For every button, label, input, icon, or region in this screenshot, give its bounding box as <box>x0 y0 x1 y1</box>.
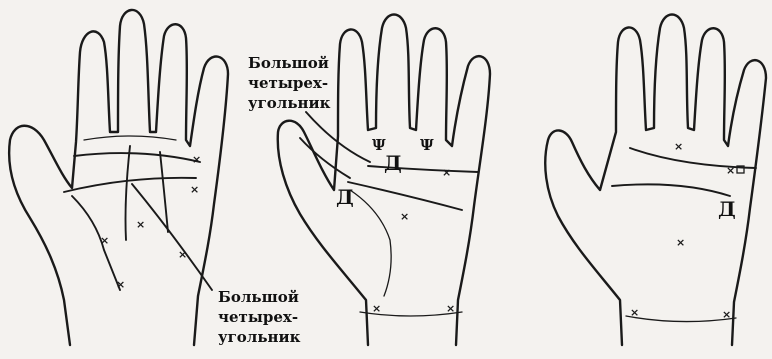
middle-mark-2: × <box>400 210 409 223</box>
left-caption-line-1: Большой <box>218 288 299 306</box>
middle-caption-line-2: четырех- <box>248 74 328 92</box>
middle-pointer-line-lower <box>300 138 350 178</box>
right-mark-5: × <box>722 308 731 321</box>
right-hand: Д × × × × × <box>545 15 766 346</box>
left-mark-6: × <box>100 234 109 247</box>
right-heart-line <box>630 148 756 168</box>
left-mark-2: × <box>190 183 199 196</box>
left-caption-line-3: угольник <box>218 328 301 346</box>
right-head-line <box>612 184 730 196</box>
right-mark-1: × <box>674 140 683 153</box>
middle-caption-line-3: угольник <box>248 94 331 112</box>
middle-life-line <box>350 190 391 296</box>
left-mark-3: × <box>136 218 145 231</box>
left-heart-line <box>74 153 200 162</box>
right-letter: Д <box>718 197 736 221</box>
left-mark-1: × <box>192 153 201 166</box>
left-life-line <box>72 196 120 290</box>
left-caption-line-2: четырех- <box>218 308 298 326</box>
left-pointer-line <box>132 184 212 290</box>
middle-mark-3: × <box>372 302 381 315</box>
left-finger-crease <box>84 136 176 140</box>
right-wrist-line <box>626 316 736 322</box>
middle-mark-4: × <box>446 302 455 315</box>
middle-mark-1: × <box>442 166 451 179</box>
middle-letter-top: Д <box>384 151 402 175</box>
right-mark-2: × <box>726 164 735 177</box>
left-fate-line <box>126 146 131 240</box>
left-head-line <box>64 178 196 192</box>
middle-letter-left: Д <box>336 185 354 209</box>
middle-glyph-right: Ψ <box>420 136 434 154</box>
middle-caption-line-1: Большой <box>248 54 329 72</box>
left-mark-4: × <box>178 248 187 261</box>
right-mark-4: × <box>630 306 639 319</box>
right-hand-outline <box>545 15 766 346</box>
left-mark-5: × <box>116 278 125 291</box>
right-mark-3: × <box>676 236 685 249</box>
middle-head-line <box>348 182 462 210</box>
